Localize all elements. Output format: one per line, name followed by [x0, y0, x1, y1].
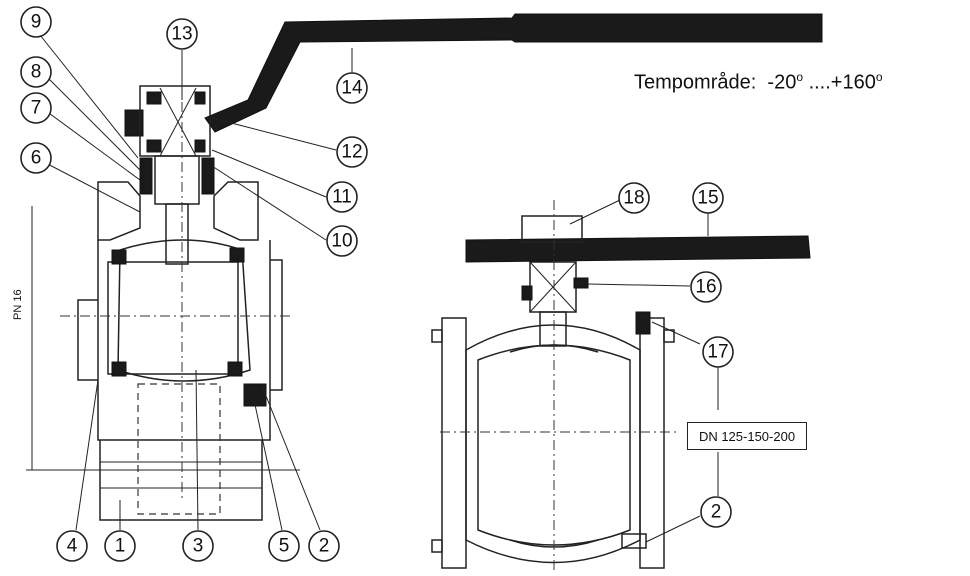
stem — [154, 155, 200, 205]
temperature-range: Tempområde: -20o ....+160o — [634, 70, 883, 95]
right-body — [465, 324, 641, 564]
callout-label: 11 — [332, 187, 352, 208]
lever-handle — [204, 13, 823, 133]
flange-left-bolt-top — [431, 329, 443, 343]
callout-label: 14 — [341, 78, 363, 99]
seat-bottom-left — [111, 361, 127, 377]
seat-top-right — [229, 247, 245, 263]
callout-12: 12 — [336, 136, 368, 168]
flange-right — [639, 317, 665, 569]
right-valve — [431, 200, 811, 571]
callout-11: 11 — [326, 181, 358, 213]
callout-label: 17 — [707, 342, 728, 363]
callout-4: 4 — [56, 530, 88, 562]
callout-label: 12 — [341, 142, 362, 163]
callout-7: 7 — [20, 92, 52, 124]
packing-left — [139, 157, 153, 195]
callout-2-left: 2 — [308, 530, 340, 562]
callout-6: 6 — [20, 142, 52, 174]
callout-8: 8 — [20, 56, 52, 88]
temperature-label: Tempområde: — [634, 71, 757, 94]
callout-15: 15 — [692, 182, 724, 214]
callout-18: 18 — [618, 182, 650, 214]
end-connector — [99, 440, 263, 521]
callout-2-right: 2 — [700, 496, 732, 528]
gland-bolt-left-2 — [146, 139, 162, 153]
callout-label: 7 — [31, 98, 42, 119]
callout-label: 16 — [695, 277, 716, 298]
callout-13: 13 — [166, 18, 198, 50]
callout-16: 16 — [690, 271, 722, 303]
degree-mark: o — [796, 70, 803, 84]
packing-right — [201, 157, 215, 195]
callout-label: 9 — [31, 12, 42, 33]
callout-3: 3 — [182, 530, 214, 562]
body-shoulder-right — [270, 259, 283, 391]
left-valve — [26, 13, 823, 521]
stem-neck — [165, 203, 189, 265]
ball-bore — [107, 261, 239, 375]
callout-label: 8 — [31, 62, 42, 83]
temperature-separator: .... — [808, 71, 831, 94]
temperature-max: +160 — [830, 71, 876, 94]
callout-9: 9 — [20, 6, 52, 38]
stem-nut — [124, 109, 144, 137]
gland-bolt-right-2 — [194, 139, 206, 153]
ball — [117, 239, 251, 382]
t-handle — [465, 235, 811, 263]
callout-label: 15 — [697, 188, 718, 209]
handle-adapter — [521, 215, 583, 243]
callout-10: 10 — [326, 225, 358, 257]
flange-left-bolt-bottom — [431, 539, 443, 553]
valve-body — [97, 240, 271, 441]
size-label: DN 125-150-200 — [687, 422, 807, 450]
body-shoulder-left — [77, 299, 98, 381]
gland-nut-left — [521, 285, 533, 301]
flange-left — [441, 317, 467, 569]
callout-label: 18 — [623, 188, 644, 209]
right-body-joint — [635, 311, 651, 335]
degree-mark: o — [875, 70, 883, 84]
temperature-min: -20 — [767, 71, 797, 94]
gland-bolt-right — [194, 91, 206, 105]
seat-bottom-right — [227, 361, 243, 377]
callout-1: 1 — [104, 530, 136, 562]
lower-bore-hidden — [137, 383, 221, 515]
leader-lines — [39, 34, 719, 543]
right-stem-neck — [539, 311, 567, 347]
callout-label: 10 — [331, 231, 352, 252]
callout-label: 2 — [711, 502, 722, 523]
callout-5: 5 — [268, 530, 300, 562]
callout-label: 1 — [115, 536, 126, 557]
gland-nut-right — [573, 277, 589, 289]
callout-label: 5 — [279, 536, 290, 557]
callout-label: 3 — [193, 536, 204, 557]
callout-label: 6 — [31, 148, 42, 169]
callout-14: 14 — [336, 72, 368, 104]
gland-bolt-left — [146, 91, 162, 105]
callout-label: 2 — [319, 536, 330, 557]
body-top — [97, 181, 141, 241]
callout-label: 13 — [171, 24, 192, 45]
pressure-label: PN 16 — [12, 289, 24, 320]
callout-label: 4 — [67, 536, 78, 557]
callout-17: 17 — [702, 336, 734, 368]
body-top-right — [213, 181, 259, 241]
right-drain-plug — [621, 533, 647, 549]
seat-top-left — [111, 249, 127, 265]
